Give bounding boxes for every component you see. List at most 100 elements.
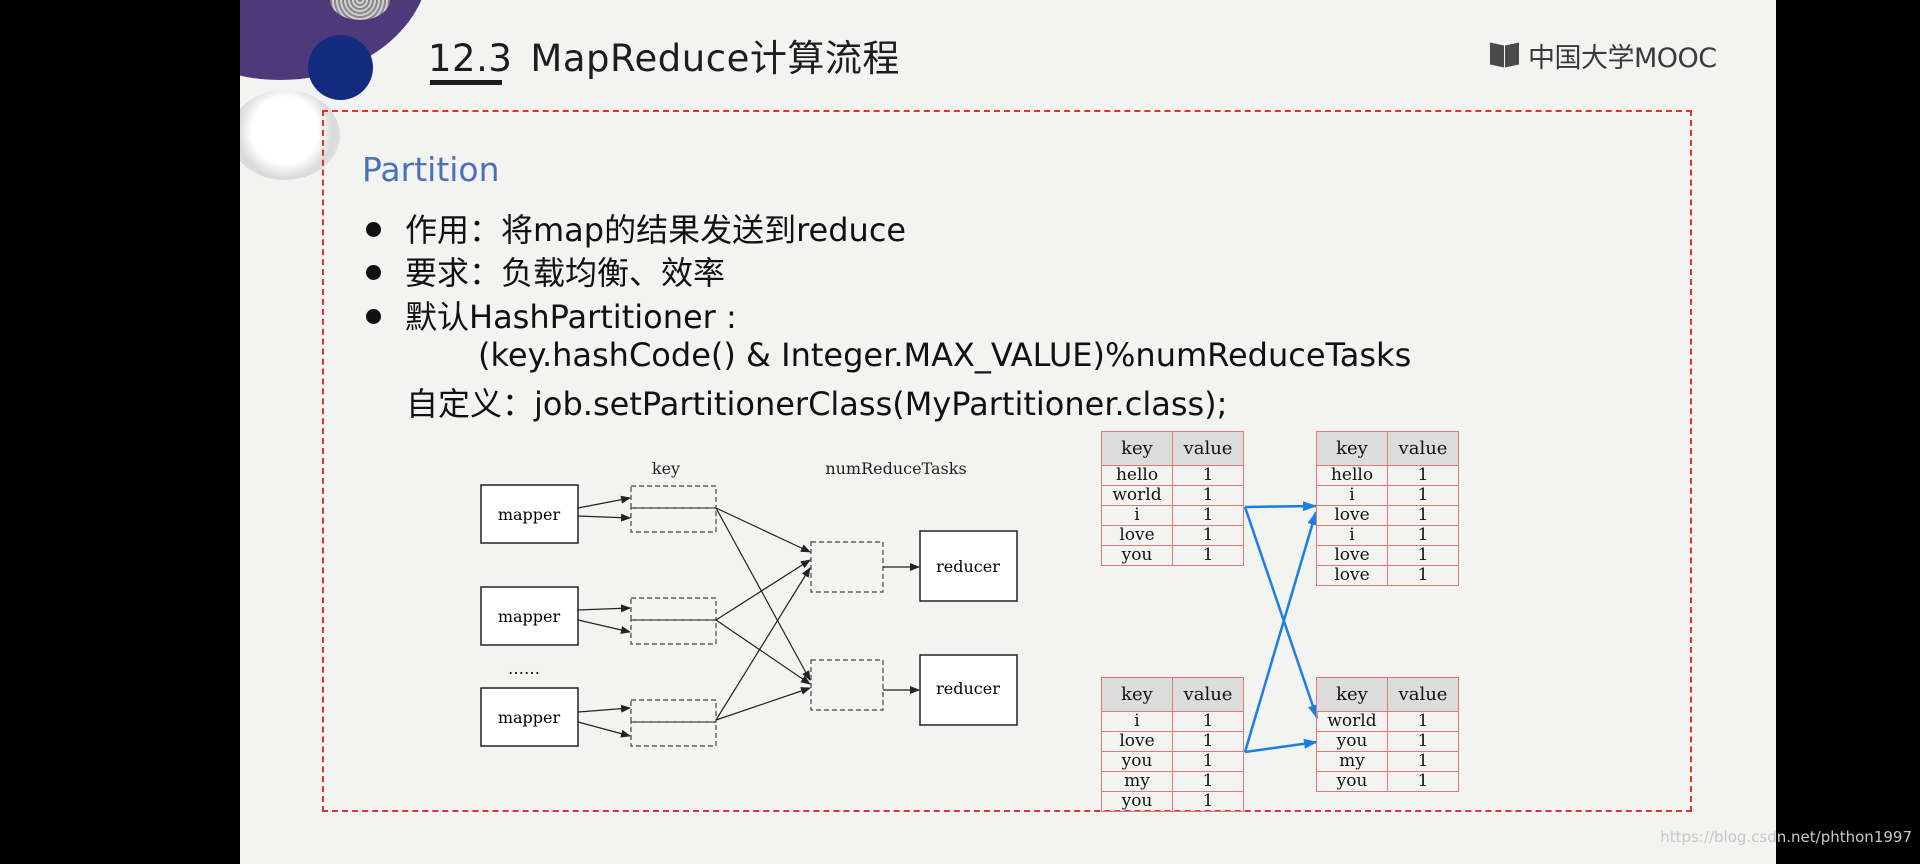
mapper-box: mapper: [480, 484, 579, 544]
key-cell: love: [1101, 731, 1173, 752]
bullet-dot-icon: [366, 264, 381, 280]
reducer-label: reducer: [936, 679, 1000, 698]
mooc-logo: 中国大学MOOC: [1490, 36, 1717, 75]
value-cell: 1: [1172, 751, 1244, 772]
key-cell: i: [1316, 525, 1388, 546]
bullet-item: 默认HashPartitioner :: [366, 292, 737, 338]
slide: 12.3 MapReduce计算流程 中国大学MOOC Partition 作用：…: [240, 0, 1776, 864]
slide-title: 12.3 MapReduce计算流程: [428, 28, 900, 82]
key-cell: i: [1101, 711, 1173, 732]
key-cell: you: [1101, 751, 1173, 772]
custom-partitioner-line: 自定义：job.setPartitionerClass(MyPartitione…: [406, 385, 1228, 423]
flow-arrows: [577, 495, 920, 738]
key-cell: you: [1101, 545, 1173, 566]
section-number: 12.3: [428, 37, 513, 80]
title-underline: [430, 80, 502, 85]
key-cell: my: [1316, 751, 1388, 772]
bullet-text: 要求：负载均衡、效率: [405, 254, 726, 292]
key-cell: love: [1101, 525, 1173, 546]
value-cell: 1: [1172, 485, 1244, 506]
content-frame: [322, 110, 1692, 812]
key-cell: love: [1316, 565, 1388, 586]
key-cell: you: [1316, 771, 1388, 792]
decoration-circle-navy: [308, 35, 373, 100]
mapper-label: mapper: [498, 607, 561, 626]
mapper-label: mapper: [498, 708, 561, 727]
value-cell: 1: [1387, 545, 1459, 566]
ellipsis-label: ……: [508, 659, 540, 678]
table-header-cell: value: [1387, 677, 1459, 712]
bullet-dot-icon: [366, 308, 381, 324]
value-cell: 1: [1387, 731, 1459, 752]
key-cell: world: [1316, 711, 1388, 732]
bullet-item: 要求：负载均衡、效率: [366, 248, 725, 294]
value-cell: 1: [1387, 465, 1459, 486]
table-header-cell: value: [1172, 431, 1244, 466]
value-cell: 1: [1172, 545, 1244, 566]
key-cell: you: [1316, 731, 1388, 752]
table-header-cell: value: [1387, 431, 1459, 466]
value-cell: 1: [1172, 731, 1244, 752]
table-header-cell: key: [1316, 677, 1388, 712]
title-text: MapReduce计算流程: [530, 37, 900, 80]
shuffle-arrows: [1243, 501, 1319, 754]
table-header-cell: value: [1172, 677, 1244, 712]
reducer-box: reducer: [919, 530, 1018, 602]
key-cell: you: [1101, 791, 1173, 812]
key-cell: my: [1101, 771, 1173, 792]
num-reduce-tasks-label: numReduceTasks: [825, 459, 966, 478]
bullet-dot-icon: [366, 221, 381, 237]
reducer-label: reducer: [936, 557, 1000, 576]
table-header-cell: key: [1101, 431, 1173, 466]
watermark: https://blog.csdn.net/phthon1997: [1660, 828, 1912, 846]
key-label: key: [652, 459, 680, 478]
mapper-box: mapper: [480, 687, 579, 747]
key-cell: i: [1101, 505, 1173, 526]
value-cell: 1: [1172, 711, 1244, 732]
reducer-box: reducer: [919, 654, 1018, 726]
value-cell: 1: [1172, 771, 1244, 792]
value-cell: 1: [1387, 485, 1459, 506]
mapper-label: mapper: [498, 505, 561, 524]
key-cell: love: [1316, 505, 1388, 526]
bullet-item: 作用：将map的结果发送到reduce: [366, 205, 906, 251]
value-cell: 1: [1172, 465, 1244, 486]
key-cell: hello: [1101, 465, 1173, 486]
value-cell: 1: [1387, 565, 1459, 586]
table-header-cell: key: [1101, 677, 1173, 712]
value-cell: 1: [1172, 505, 1244, 526]
section-heading: Partition: [362, 150, 500, 189]
key-cell: love: [1316, 545, 1388, 566]
value-cell: 1: [1387, 771, 1459, 792]
key-cell: i: [1316, 485, 1388, 506]
value-cell: 1: [1387, 525, 1459, 546]
mapper-box: mapper: [480, 586, 579, 646]
bullet-text: 默认HashPartitioner :: [405, 298, 737, 336]
key-cell: hello: [1316, 465, 1388, 486]
value-cell: 1: [1387, 505, 1459, 526]
decoration-circle-gray: [330, 0, 390, 20]
hash-formula: (key.hashCode() & Integer.MAX_VALUE)%num…: [478, 336, 1412, 374]
